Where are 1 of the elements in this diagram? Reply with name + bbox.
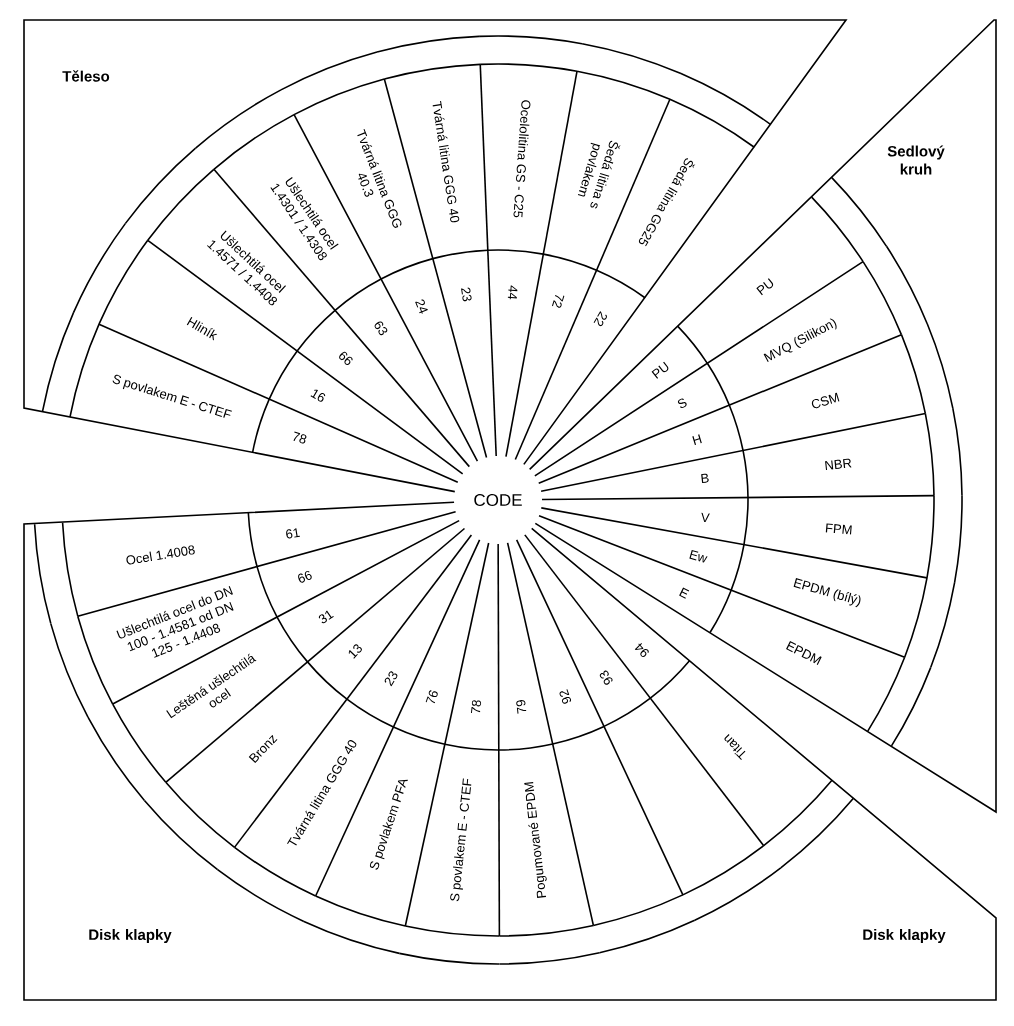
code-label: CODE	[474, 494, 522, 506]
